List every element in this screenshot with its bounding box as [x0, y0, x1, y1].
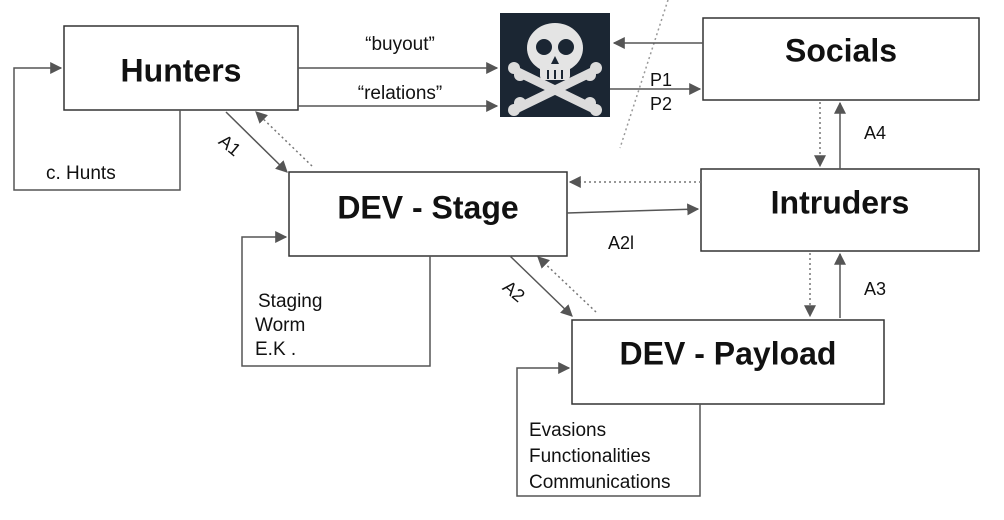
dotted-divider [619, 0, 669, 149]
dotted-stage-to-hunters [255, 111, 313, 167]
node-dev-payload: DEV - Payload [571, 319, 885, 405]
label-a4: A4 [864, 123, 886, 143]
self-loop-hunters [13, 62, 181, 191]
loop-label-communications: Communications [529, 472, 671, 493]
label-relations: “relations” [358, 83, 442, 104]
edge-a2l [566, 203, 700, 216]
dev-stage-label: DEV - Stage [337, 189, 518, 225]
label-a2: A2 [499, 277, 529, 306]
edges-solid [13, 37, 846, 497]
hunters-label: Hunters [121, 52, 242, 88]
node-intruders: Intruders [700, 168, 980, 252]
edges-dotted [255, 102, 826, 318]
label-a3: A3 [864, 279, 886, 299]
edge-a2 [509, 255, 573, 317]
label-p1: P1 [650, 70, 672, 90]
label-p2: P2 [650, 94, 672, 114]
loop-label-evasions: Evasions [529, 420, 606, 441]
node-hunters: Hunters [63, 25, 299, 111]
socials-label: Socials [785, 32, 897, 68]
label-a2l: A2l [608, 233, 634, 253]
label-buyout: “buyout” [365, 34, 435, 55]
node-socials: Socials [702, 17, 980, 101]
dotted-payload-to-stage [537, 256, 597, 313]
dev-payload-label: DEV - Payload [620, 335, 837, 371]
loop-label-hunts: c. Hunts [46, 163, 116, 184]
loop-label-ek: E.K . [255, 339, 296, 360]
self-loop-dev-stage [241, 231, 431, 367]
edge-a1 [225, 111, 288, 173]
loop-label-staging: Staging [258, 291, 322, 312]
loop-label-functionalities: Functionalities [529, 446, 650, 467]
skull-and-crossbones-icon [500, 13, 610, 117]
self-loop-dev-payload [516, 362, 701, 497]
label-a1: A1 [215, 131, 245, 160]
loop-label-worm: Worm [255, 315, 305, 336]
node-dev-stage: DEV - Stage [288, 171, 568, 257]
intruders-label: Intruders [771, 184, 910, 220]
